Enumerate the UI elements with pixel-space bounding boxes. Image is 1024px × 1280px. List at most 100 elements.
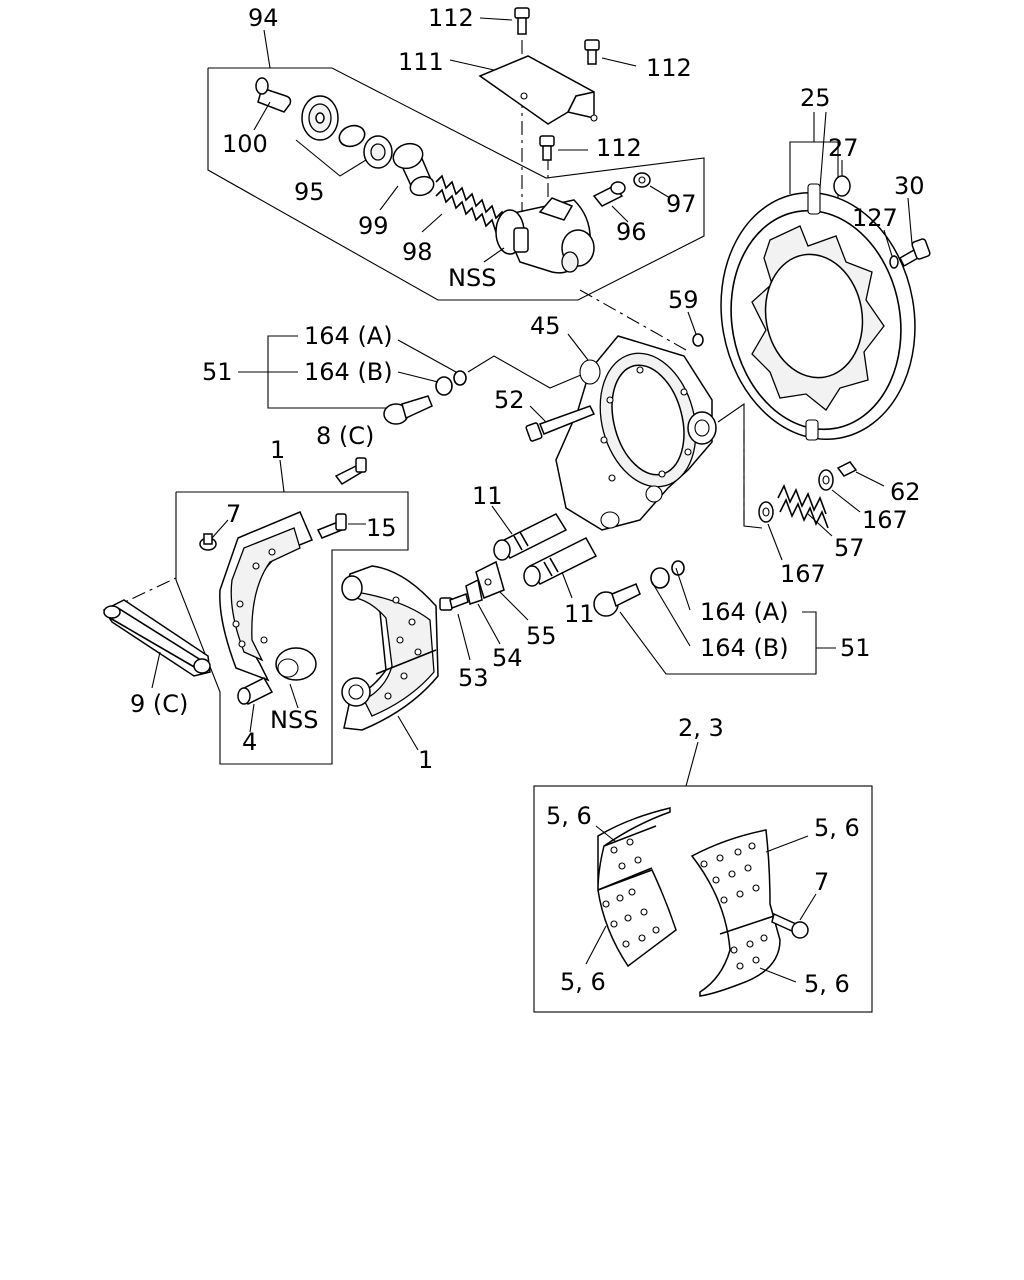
washer-54 [465, 578, 483, 605]
label-97: 97 [666, 190, 697, 218]
label-8c: 8 (C) [316, 422, 374, 450]
bolt-53 [439, 593, 469, 611]
spring-9c [102, 599, 211, 677]
pin-51-bot [593, 583, 641, 617]
bracket-51-bot [619, 611, 817, 675]
label-7-right: 7 [814, 868, 829, 896]
leader-4 [249, 703, 255, 733]
leader-45 [567, 333, 589, 361]
leader-53 [457, 613, 471, 661]
washer-167-right [818, 469, 834, 491]
leader-95 [295, 139, 367, 177]
label-30: 30 [894, 172, 925, 200]
label-56d: 5, 6 [804, 970, 850, 998]
label-1-top: 1 [270, 436, 285, 464]
label-2-3: 2, 3 [678, 714, 724, 742]
label-15: 15 [366, 514, 397, 542]
rivet-7-left [199, 533, 217, 551]
label-167b: 167 [780, 560, 826, 588]
label-54: 54 [492, 644, 523, 672]
label-51-top: 51 [202, 358, 233, 386]
leader-11b [561, 571, 573, 599]
label-164a-top: 164 (A) [304, 322, 393, 350]
label-56a: 5, 6 [546, 802, 592, 830]
bracket-51-top-link [467, 355, 589, 389]
cup-99 [363, 135, 393, 169]
leader-54 [477, 603, 501, 645]
lined-shoe-1 [341, 565, 439, 731]
leader-57 [807, 513, 833, 537]
rivet-7-right [771, 912, 809, 939]
leader-7-left [211, 519, 229, 539]
leader-94 [263, 29, 271, 69]
label-94: 94 [248, 4, 279, 32]
group-frame-94 [207, 67, 705, 301]
bolt-30 [899, 238, 931, 268]
label-11a: 11 [472, 482, 503, 510]
label-95: 95 [294, 178, 325, 206]
boot-95 [301, 95, 339, 141]
wheel-cylinder-body [495, 197, 595, 274]
bolt-112-a [514, 7, 530, 35]
leader-97 [649, 185, 671, 199]
label-nss-bot: NSS [270, 706, 318, 734]
leader-23 [685, 741, 699, 787]
label-98: 98 [402, 238, 433, 266]
label-59: 59 [668, 286, 699, 314]
leader-167b [767, 523, 783, 561]
label-25: 25 [800, 84, 831, 112]
label-53: 53 [458, 664, 489, 692]
label-96: 96 [616, 218, 647, 246]
lining-right [690, 829, 781, 997]
leader-56a [595, 825, 617, 843]
group-frame-1 [175, 491, 409, 765]
leader-25b [819, 111, 827, 189]
leader-7-right [799, 893, 817, 921]
leader-62 [855, 471, 885, 487]
label-7-left: 7 [226, 500, 241, 528]
leader-112a [479, 17, 513, 21]
bolt-112-c [539, 135, 555, 161]
leader-167a [831, 489, 861, 513]
label-52: 52 [494, 386, 525, 414]
leader-99 [379, 185, 399, 211]
leader-98 [421, 213, 443, 233]
pin-51-top [383, 395, 433, 425]
cap-97 [633, 172, 651, 188]
leader-164b-top [397, 371, 439, 383]
bolt-52 [525, 405, 596, 442]
leader-56d [759, 967, 797, 983]
brake-shoe-1 [219, 511, 317, 682]
bolt-112-b [584, 39, 600, 65]
anchor-pin-11b [523, 537, 598, 587]
spring-98 [435, 174, 507, 239]
ring-95 [338, 124, 366, 148]
leader-52 [529, 405, 547, 423]
label-111: 111 [398, 48, 444, 76]
leader-55 [499, 591, 529, 621]
label-57: 57 [834, 534, 865, 562]
label-164a-bot: 164 (A) [700, 598, 789, 626]
label-11b: 11 [564, 600, 595, 628]
leader-nss-bot [289, 683, 299, 709]
leader-56c [585, 925, 607, 965]
leader-164a-top [397, 339, 457, 373]
leader-59 [687, 311, 697, 335]
label-45: 45 [530, 312, 561, 340]
label-112a: 112 [428, 4, 474, 32]
nipple-59 [692, 333, 704, 347]
leader-127 [883, 229, 893, 257]
washer-127 [889, 255, 899, 269]
seal-164a-bot [671, 560, 685, 576]
leader-30 [907, 197, 913, 245]
label-56c: 5, 6 [560, 968, 606, 996]
label-112c: 112 [596, 134, 642, 162]
centerline-cylinder [579, 289, 687, 351]
label-164b-bot: 164 (B) [700, 634, 789, 662]
leader-1-top [279, 459, 285, 493]
plate-55 [475, 560, 505, 599]
label-167a: 167 [862, 506, 908, 534]
label-4: 4 [242, 728, 257, 756]
